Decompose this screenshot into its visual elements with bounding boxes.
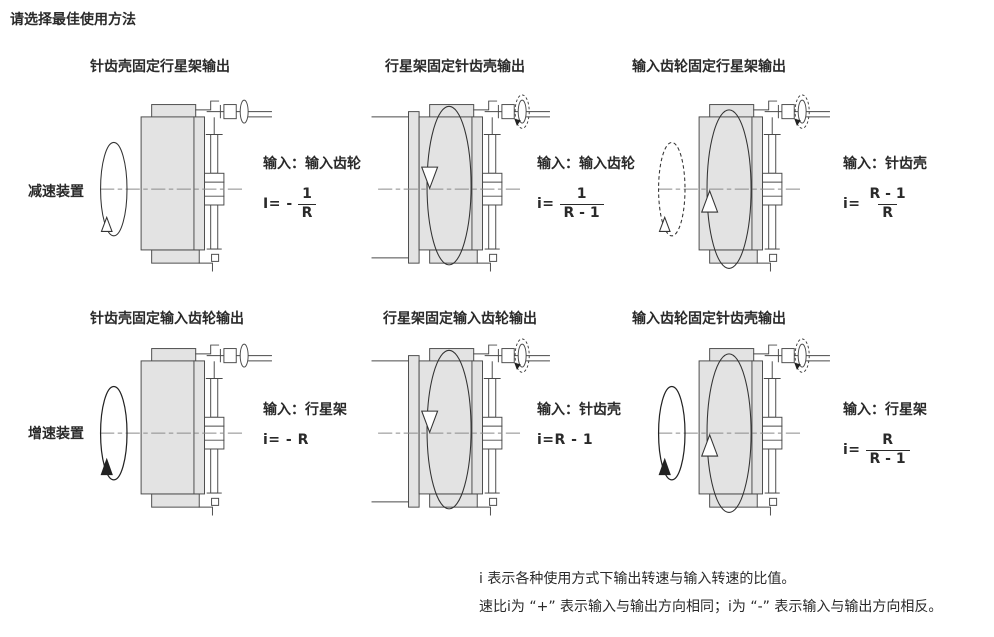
input-label: 输入：针齿壳 xyxy=(537,402,621,418)
input-label: 输入：输入齿轮 xyxy=(263,156,361,172)
input-label: 输入：行星架 xyxy=(843,402,927,418)
page-title: 请选择最佳使用方法 xyxy=(10,12,136,28)
fixed-carrier-plate xyxy=(371,111,420,264)
diagram-title-r2c2: 行星架固定输入齿轮输出 xyxy=(383,311,537,327)
gear-unit-body xyxy=(100,343,272,516)
diagram-title-r1c2: 行星架固定针齿壳输出 xyxy=(385,59,525,75)
formula-block-r2c2: 输入：针齿壳 i=R - 1 xyxy=(537,399,621,448)
footnote-ratio-definition: i 表示各种使用方式下输出转速与输入转速的比值。 xyxy=(479,571,796,587)
gear-unit-diagram-r1c2 xyxy=(371,94,550,272)
gear-unit-body xyxy=(100,99,272,272)
diagram-title-r2c3: 输入齿轮固定针齿壳输出 xyxy=(632,311,786,327)
input-label: 输入：行星架 xyxy=(263,402,347,418)
input-label: 输入：输入齿轮 xyxy=(537,156,635,172)
gear-unit-diagram-r2c2 xyxy=(371,338,550,516)
fixed-carrier-plate xyxy=(371,355,420,508)
diagram-title-r1c3: 输入齿轮固定行星架输出 xyxy=(632,59,786,75)
row-label-speed-increase: 增速装置 xyxy=(28,426,84,442)
gear-unit-diagram-r1c3 xyxy=(658,94,830,272)
gear-unit-diagram-r2c3 xyxy=(657,338,830,516)
formula-block-r2c1: 输入：行星架 i= - R xyxy=(263,399,347,448)
diagram-title-r1c1: 针齿壳固定行星架输出 xyxy=(90,59,230,75)
diagram-title-r2c1: 针齿壳固定输入齿轮输出 xyxy=(90,311,244,327)
ratio-formula: i=R - 1 xyxy=(537,432,594,448)
gear-unit-diagram-r2c1 xyxy=(99,343,272,516)
ratio-formula: i= - R xyxy=(263,432,309,448)
gear-unit-diagram-r1c1 xyxy=(100,99,272,272)
footnote-sign-convention: 速比i为 “+” 表示输入与输出方向相同；i为 “-” 表示输入与输出方向相反。 xyxy=(479,599,943,615)
row-label-reduction: 减速装置 xyxy=(28,184,84,200)
input-label: 输入：针齿壳 xyxy=(843,156,927,172)
